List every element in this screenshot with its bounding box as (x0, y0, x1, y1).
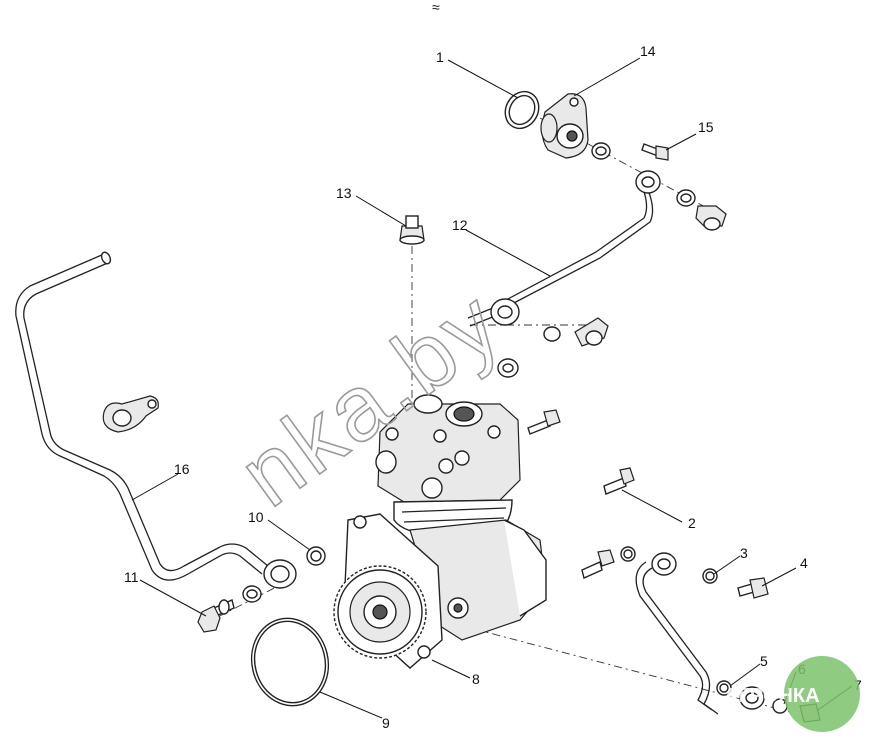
washer-part-10 (306, 546, 326, 566)
callout-3: 3 (740, 545, 748, 561)
flange-cover-part-14 (540, 93, 589, 159)
callout-1: 1 (436, 49, 444, 65)
callout-labels: 1 2 3 4 5 6 7 8 9 10 11 12 13 14 15 16 (124, 43, 862, 731)
agronka-logo: АГРОНКА (724, 656, 860, 732)
logo-circle (784, 656, 860, 732)
plug-part-13 (399, 215, 425, 245)
callout-5: 5 (760, 653, 768, 669)
top-mark: ≈ (432, 0, 440, 15)
callout-4: 4 (800, 555, 808, 571)
callout-9: 9 (382, 715, 390, 731)
pipe-assembly-part-12 (467, 170, 727, 378)
leader-lines (131, 57, 853, 719)
logo-text: АГРОНКА (724, 685, 820, 707)
callout-15: 15 (698, 119, 714, 135)
callout-10: 10 (248, 509, 264, 525)
long-pipe-part-16 (15, 251, 297, 589)
centerlines (207, 117, 791, 713)
callout-14: 14 (640, 43, 656, 59)
lower-pipe-assembly (620, 546, 821, 723)
bolts-part-2 (527, 409, 635, 579)
o-ring-part-9 (250, 617, 330, 707)
o-ring-part-1 (504, 90, 540, 130)
callout-2: 2 (688, 515, 696, 531)
callout-8: 8 (472, 671, 480, 687)
callout-16: 16 (174, 461, 190, 477)
drive-gear (333, 565, 427, 659)
bolt-part-11 (197, 585, 262, 633)
callout-13: 13 (336, 185, 352, 201)
bolt-part-15 (591, 142, 669, 161)
callout-12: 12 (452, 217, 468, 233)
pipe-clamp (102, 395, 159, 433)
callout-11: 11 (124, 569, 139, 585)
